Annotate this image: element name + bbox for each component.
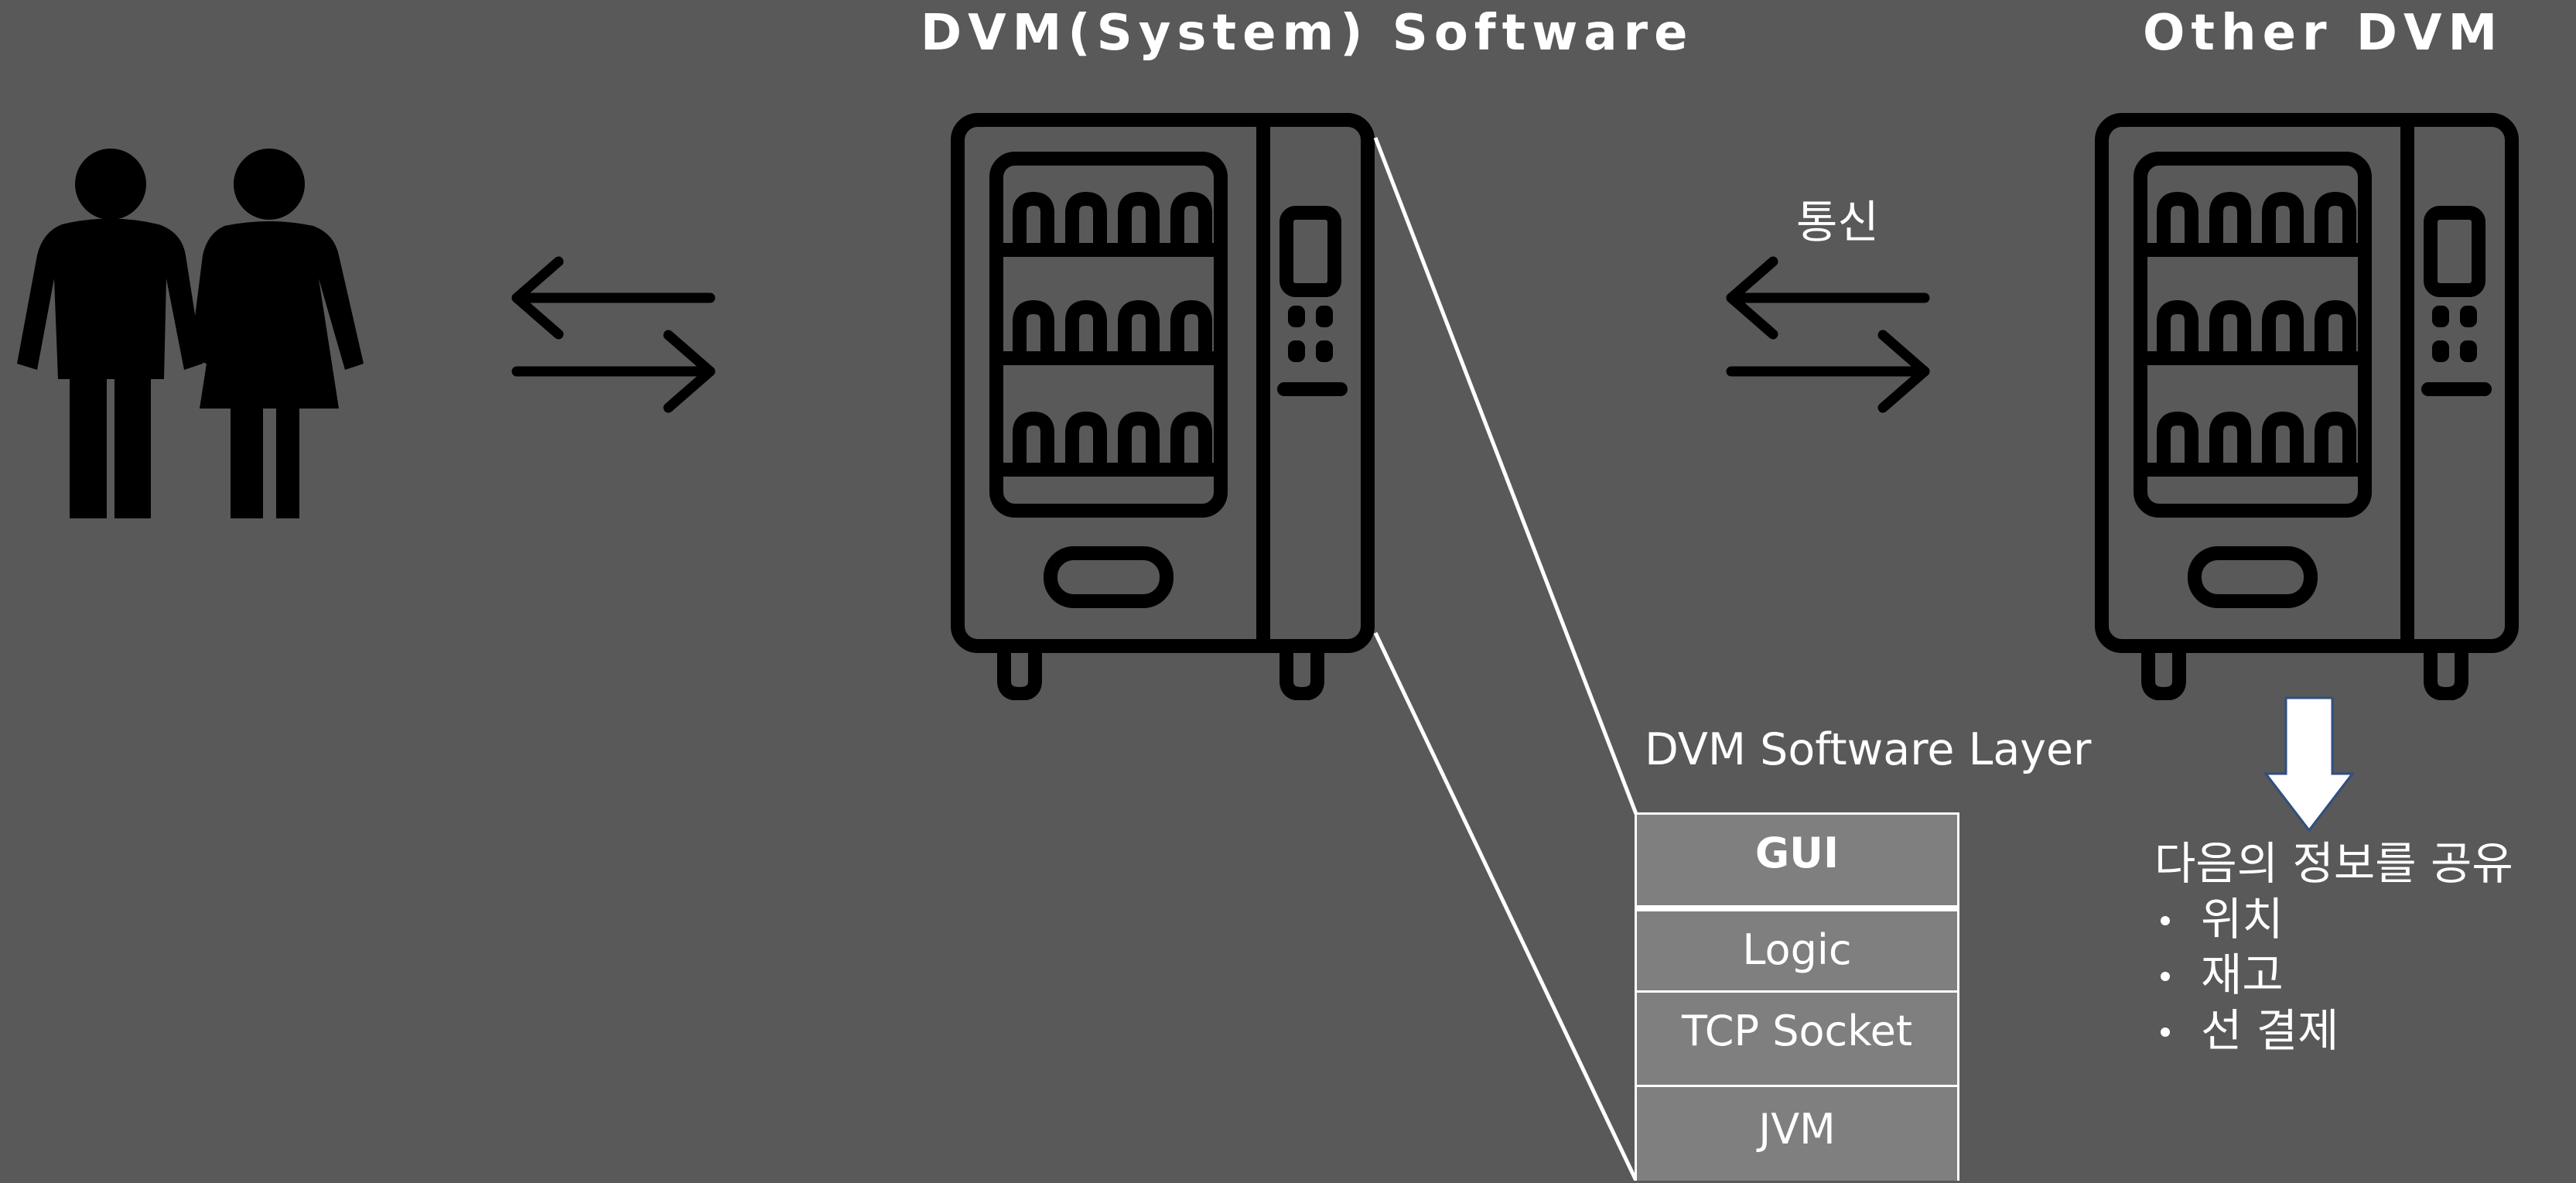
layer-stack-title: DVM Software Layer: [1645, 724, 2092, 775]
down-arrow-icon: [2263, 696, 2356, 833]
layer-tcp-socket: TCP Socket: [1637, 993, 1957, 1087]
shared-item-prepayment: 선 결제: [2154, 1003, 2513, 1058]
shared-info-heading: 다음의 정보를 공유: [2154, 837, 2513, 890]
layer-logic: Logic: [1637, 911, 1957, 993]
layer-gui: GUI: [1637, 815, 1957, 911]
vending-machine-icon: [951, 113, 1375, 700]
other-vending-machine-icon: [2095, 113, 2519, 700]
communication-label: 통신: [1796, 196, 1879, 248]
shared-item-stock: 재고: [2154, 947, 2513, 1003]
shared-item-location: 위치: [2154, 891, 2513, 947]
other-dvm-title: Other DVM: [2143, 5, 2504, 62]
layer-jvm: JVM: [1758, 1105, 1836, 1154]
shared-info-list: 위치 재고 선 결제: [2154, 891, 2513, 1058]
shared-info-block: 다음의 정보를 공유 위치 재고 선 결제: [2154, 836, 2513, 1058]
main-dvm-title: DVM(System) Software: [921, 5, 1694, 62]
software-layer-stack: GUI Logic TCP Socket JVM: [1635, 812, 1959, 1181]
